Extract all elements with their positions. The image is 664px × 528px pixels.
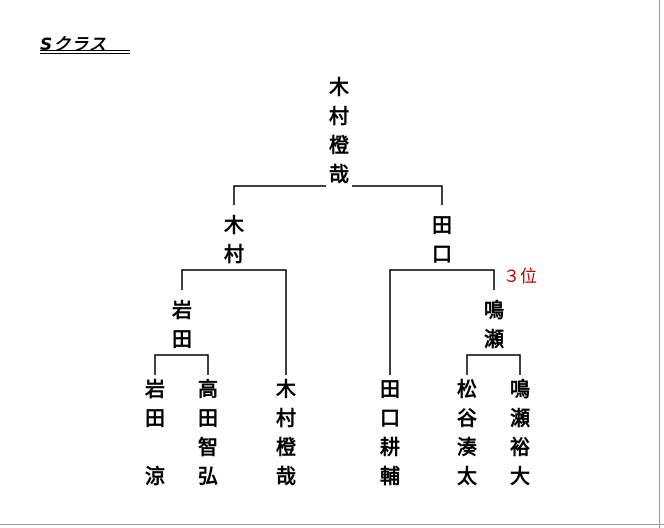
finalist-left-name: 木 村 (221, 211, 247, 269)
title-underline-second (40, 53, 130, 54)
finalist-right-name: 田 口 (429, 211, 455, 269)
semifinalist-left-name: 岩 田 (169, 296, 195, 354)
semifinalist-right-name: 鳴 瀬 (481, 296, 507, 354)
entrant-name: 木 村 橙 哉 (273, 375, 299, 491)
left-semifinal-connector (181, 269, 287, 380)
entrant-name: 松 谷 湊 太 (454, 375, 480, 491)
frame-bottom-edge (0, 524, 664, 525)
left-quarterfinal-connector (154, 354, 209, 375)
title-underline (40, 50, 130, 51)
champion-name: 木 村 橙 哉 (326, 73, 352, 189)
entrant-name: 田 口 耕 輔 (377, 375, 403, 491)
entrant-name: 岩 田 涼 (142, 375, 168, 491)
right-quarterfinal-connector (466, 354, 521, 375)
frame-right-edge (659, 0, 660, 528)
right-semifinal-connector (389, 269, 495, 380)
third-place-label: ３位 (503, 267, 537, 287)
entrant-name: 高 田 智 弘 (195, 375, 221, 491)
entrant-name: 鳴 瀬 裕 大 (507, 375, 533, 491)
